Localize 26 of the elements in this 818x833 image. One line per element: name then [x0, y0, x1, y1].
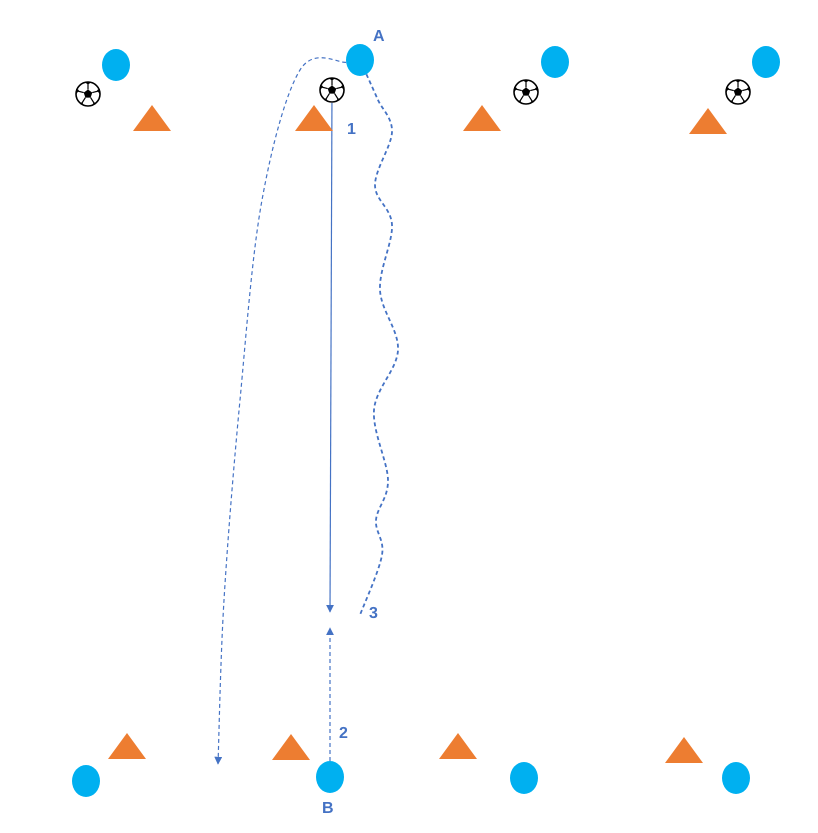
- pass-arrow: [326, 627, 334, 761]
- dribble-path: [359, 74, 399, 616]
- player-marker: [541, 46, 569, 78]
- cone-marker: [439, 733, 477, 759]
- cone-marker: [295, 105, 333, 131]
- player-label: B: [322, 800, 334, 818]
- soccer-ball-icon: [319, 77, 345, 103]
- pass-arrow: [326, 103, 334, 613]
- player-label: A: [373, 28, 385, 46]
- player-marker: [346, 44, 374, 76]
- pass-arrow: [214, 57, 346, 765]
- player-marker: [316, 761, 344, 793]
- soccer-ball-icon: [513, 79, 539, 105]
- cone-marker: [689, 108, 727, 134]
- player-marker: [102, 49, 130, 81]
- soccer-ball-icon: [75, 81, 101, 107]
- cone-marker: [272, 734, 310, 760]
- player-marker: [510, 762, 538, 794]
- cone-marker: [108, 733, 146, 759]
- player-marker: [72, 765, 100, 797]
- soccer-ball-icon: [725, 79, 751, 105]
- cone-marker: [133, 105, 171, 131]
- player-marker: [752, 46, 780, 78]
- cone-marker: [463, 105, 501, 131]
- player-marker: [722, 762, 750, 794]
- cone-marker: [665, 737, 703, 763]
